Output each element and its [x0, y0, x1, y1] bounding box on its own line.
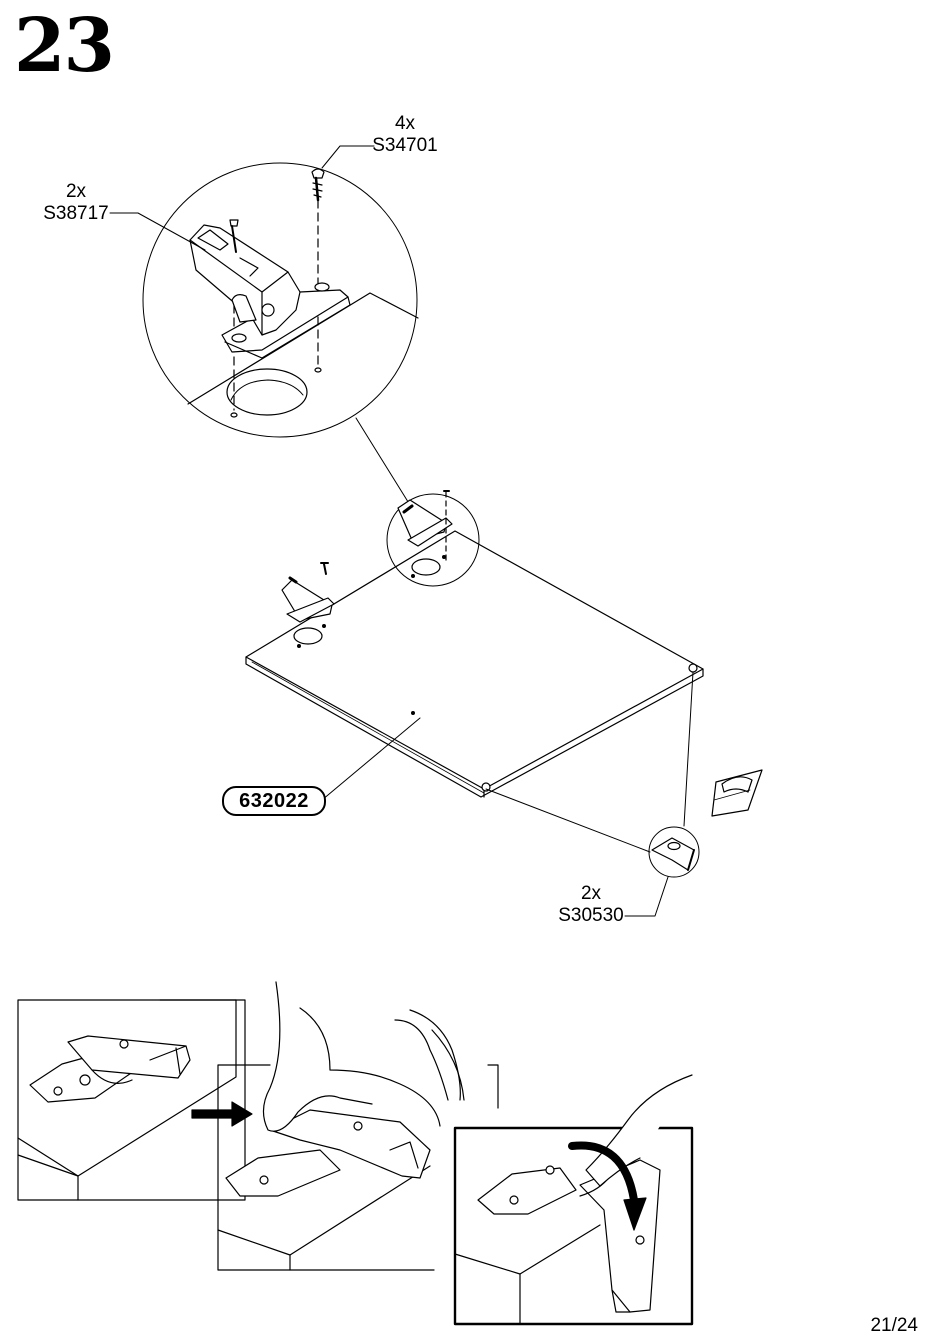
callout-foot: 2x S30530: [554, 883, 628, 927]
step-number: 23: [14, 6, 113, 86]
callout-hinge-qty: 2x: [40, 181, 112, 203]
callout-hinge-code: S38717: [40, 203, 112, 225]
detail-circle-foot: [649, 827, 699, 877]
callout-screw-code: S34701: [370, 135, 440, 157]
callout-screw-qty: 4x: [370, 113, 440, 135]
panel-part-number: 632022: [222, 786, 326, 816]
page-number: 21/24: [870, 1315, 918, 1337]
callout-hinge: 2x S38717: [40, 181, 112, 225]
instruction-panel-1: [18, 1000, 245, 1200]
handle-icon: [712, 770, 762, 816]
hinge-left: [282, 563, 334, 622]
detail-circle-hinge: [143, 163, 418, 437]
push-arrow: [192, 1102, 252, 1126]
callout-foot-code: S30530: [554, 905, 628, 927]
callout-screw: 4x S34701: [370, 113, 440, 157]
callout-foot-qty: 2x: [554, 883, 628, 905]
door-panel: [246, 531, 703, 797]
instruction-panel-3: [455, 1075, 692, 1324]
